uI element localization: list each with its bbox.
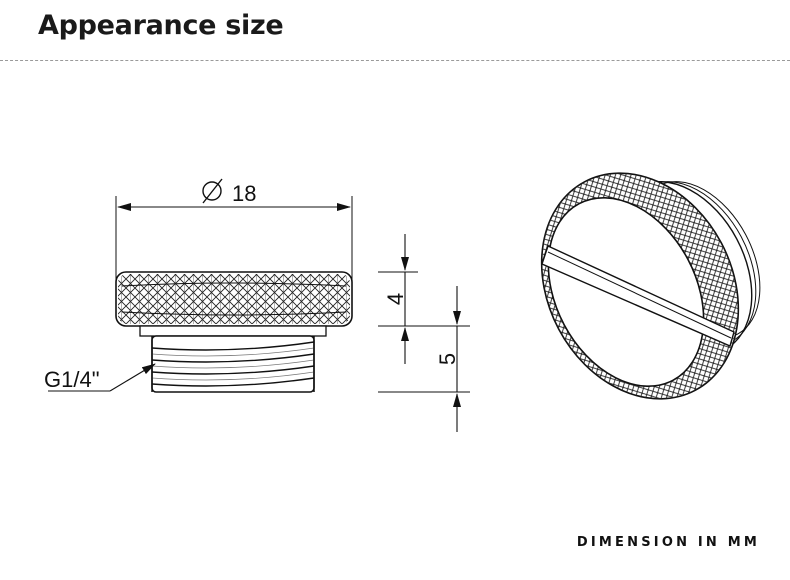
height-dimensions: 4 5 [378, 234, 470, 432]
diameter-value: 18 [232, 181, 256, 206]
cap-height-value: 4 [383, 293, 408, 305]
diameter-symbol-icon [202, 178, 223, 204]
units-note: DIMENSION IN MM [576, 535, 760, 550]
slotted-face [541, 196, 735, 388]
knurled-cap [115, 271, 353, 327]
side-view: 18 G1/4" [44, 178, 353, 393]
thread-length-value: 5 [435, 353, 460, 365]
title-divider [0, 60, 790, 61]
cap-neck [139, 325, 327, 337]
thread-leader-line [48, 363, 156, 392]
perspective-view [540, 172, 761, 400]
threaded-shank [151, 335, 315, 393]
thread-spec-label: G1/4" [44, 367, 100, 392]
page-title: Appearance size [38, 10, 284, 41]
